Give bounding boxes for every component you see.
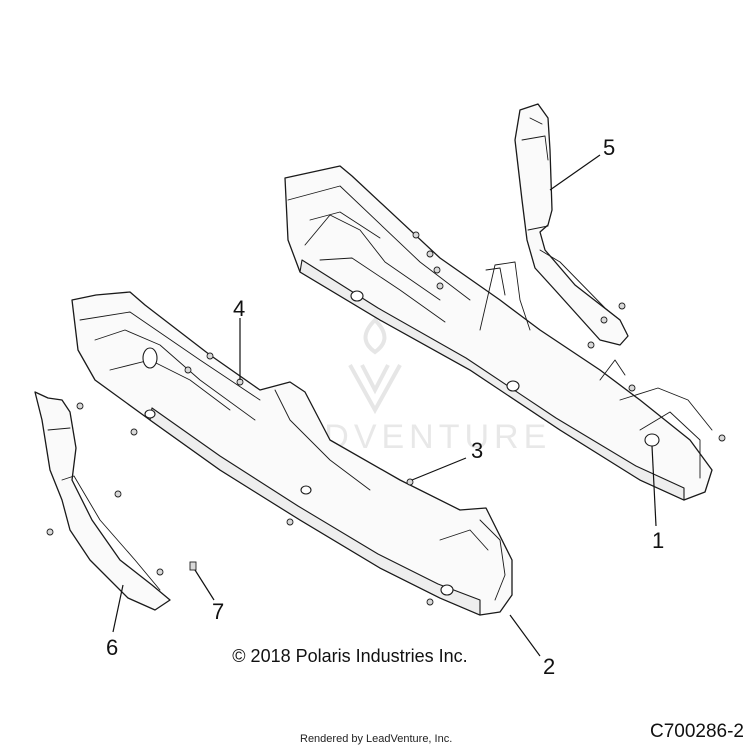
fastener (426, 598, 434, 606)
fastener (130, 428, 138, 436)
callout-7: 7 (212, 599, 224, 624)
rocker-panel-left (71, 291, 513, 616)
fastener (189, 561, 197, 571)
fastener (587, 341, 595, 349)
fastener (628, 384, 636, 392)
fasteners (46, 231, 726, 606)
callout-3: 3 (471, 438, 483, 463)
fastener (436, 282, 444, 290)
fastener (206, 352, 214, 360)
leader-lines (112, 154, 657, 657)
leader-line-3 (411, 457, 467, 481)
fastener (286, 518, 294, 526)
leader-line-6 (112, 584, 124, 633)
fastener (433, 266, 441, 274)
callout-4: 4 (233, 296, 245, 321)
leader-line-5 (549, 154, 601, 191)
callout-1: 1 (652, 528, 664, 553)
diagram-code: C700286-2 (649, 721, 744, 742)
fastener (412, 231, 420, 239)
upper-trim-right (514, 103, 629, 346)
rocker-panel-right (284, 165, 713, 501)
callout-2: 2 (543, 654, 555, 679)
fastener (718, 434, 726, 442)
fastener (46, 528, 54, 536)
lower-trim-left (34, 391, 171, 611)
fastener (114, 490, 122, 498)
copyright-text: © 2018 Polaris Industries Inc. (232, 646, 468, 666)
callouts: 1 2 3 4 5 6 7 (106, 135, 664, 679)
fastener (618, 302, 626, 310)
fastener (76, 402, 84, 410)
fastener (406, 478, 414, 486)
fastener (426, 250, 434, 258)
leader-line-7 (194, 569, 215, 601)
leader-line-1 (651, 445, 657, 527)
rendered-by-text: Rendered by LeadVenture, Inc. (300, 733, 453, 745)
fastener (600, 316, 608, 324)
callout-6: 6 (106, 635, 118, 660)
leader-line-2 (509, 614, 541, 657)
fastener (184, 366, 192, 374)
callout-5: 5 (603, 135, 615, 160)
fastener (156, 568, 164, 576)
